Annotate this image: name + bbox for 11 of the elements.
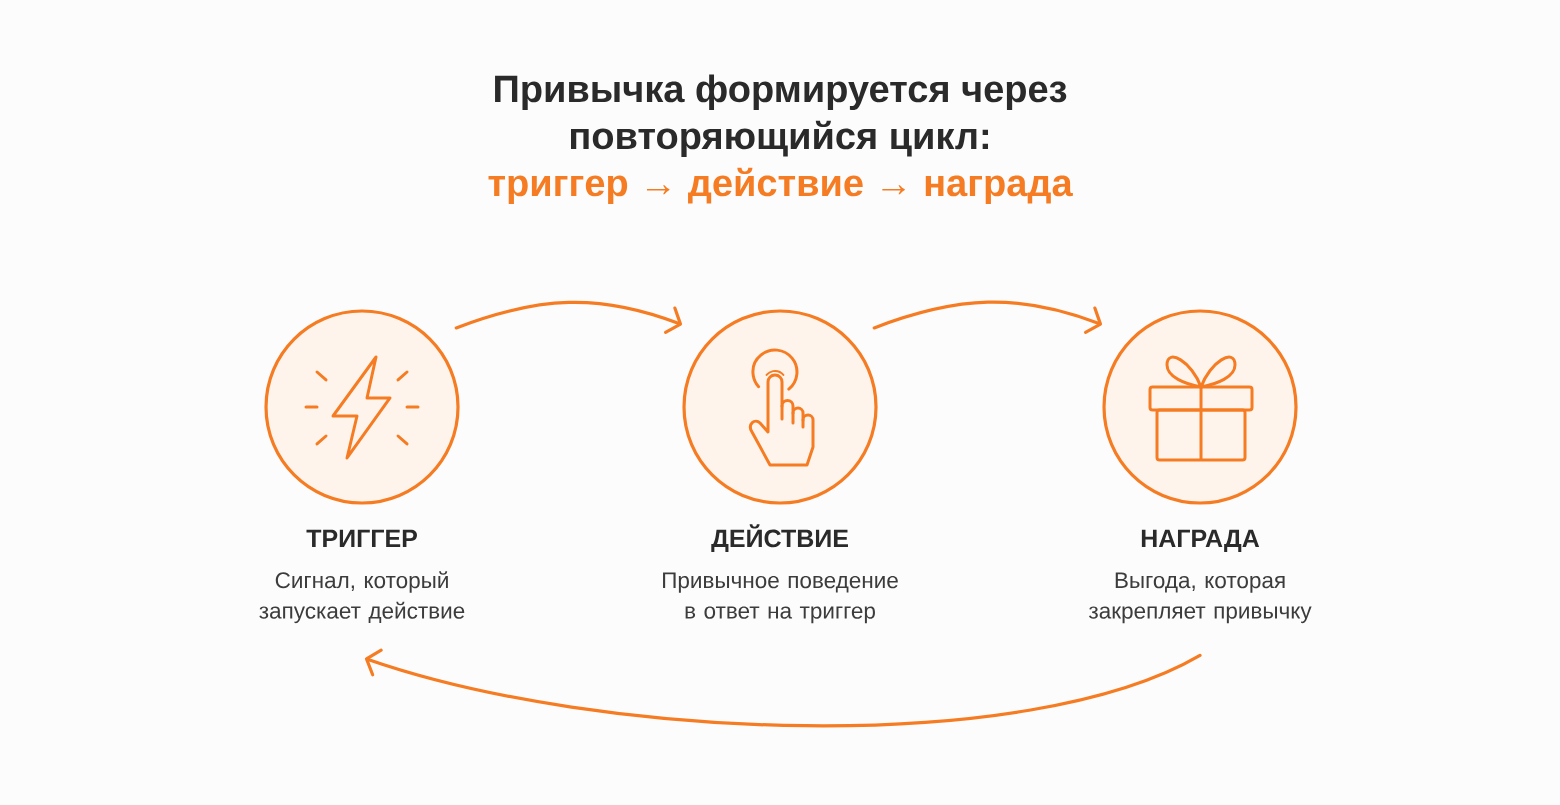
step-description: Привычное поведение в ответ на триггер — [663, 572, 898, 624]
step-heading: НАГРАДА — [1141, 529, 1260, 552]
title: Привычка формируется через повторяющийся цикл: — [495, 74, 1067, 157]
curved-arrow — [364, 648, 1202, 728]
step-heading: ТРИГГЕР — [306, 529, 417, 547]
subtitle: триггер → действие → награда — [488, 167, 1073, 204]
curved-arrow — [454, 300, 683, 334]
step-heading: ДЕЙСТВИЕ — [711, 524, 848, 552]
step-description: Сигнал, который запускает действие — [259, 571, 465, 624]
step-description: Выгода, которая закрепляет привычку — [1088, 572, 1312, 624]
curved-arrow — [872, 300, 1103, 334]
